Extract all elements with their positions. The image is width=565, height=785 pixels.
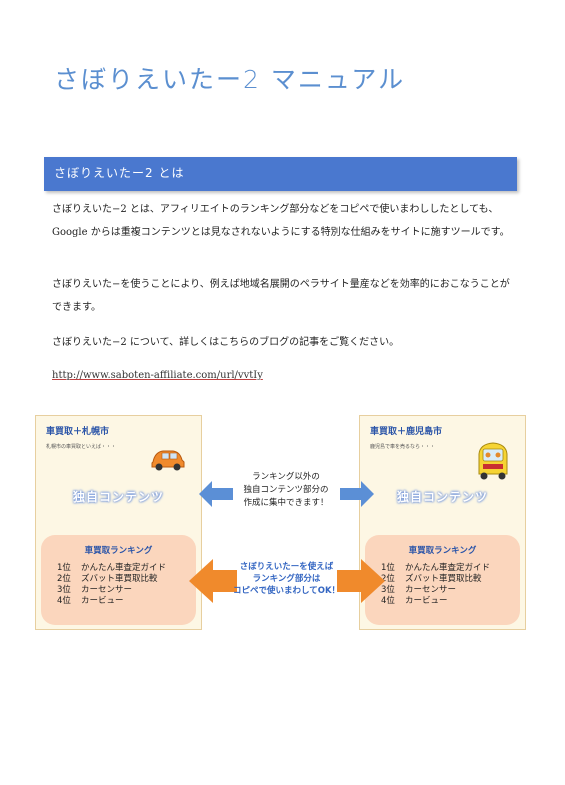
- orange-car-icon: [151, 450, 185, 471]
- middle-top-message: ランキング以外の 独自コンテンツ部分の 作成に集中できます！: [243, 472, 329, 508]
- right-panel-subtitle: 鹿児島で車を売るなら・・・: [370, 444, 436, 450]
- right-ranking-box: 車買取ランキング 1位かんたん車査定ガイド 2位ズバット車買取比較 3位カーセン…: [365, 535, 520, 625]
- right-site-panel: 車買取＋鹿児島市 鹿児島で車を売るなら・・・ 独自コンテンツ 車買取ランキング …: [359, 415, 526, 630]
- right-original-content-label: 独自コンテンツ: [396, 490, 488, 504]
- document-title: さぼりえいたー2 マニュアル: [54, 65, 406, 94]
- ranking-item: 1位かんたん車査定ガイド: [57, 563, 167, 573]
- ranking-item: 4位カービュー: [57, 596, 124, 606]
- left-ranking-box: 車買取ランキング 1位かんたん車査定ガイド 2位ズバット車買取比較 3位カーセン…: [41, 535, 196, 625]
- usage-paragraph: さぼりえいた−を使うことにより、例えば地域名展開のペラサイト量産などを効率的にお…: [52, 279, 510, 313]
- yellow-car-icon: [478, 442, 508, 480]
- left-ranking-title: 車買取ランキング: [84, 546, 153, 556]
- middle-bottom-message: さぼりえいたーを使えば ランキング部分は コピペで使いまわしてOK！: [232, 562, 341, 596]
- blog-paragraph: さぼりえいた−2 について、詳しくはこちらのブログの記事をご覧ください。: [52, 337, 400, 348]
- section-heading-bar: さぼりえいたー2 とは: [44, 157, 517, 191]
- left-site-panel: 車買取＋札幌市 札幌市の車買取といえば・・・ 独自コンテンツ 車買取ランキング …: [35, 415, 202, 630]
- ranking-item: 1位かんたん車査定ガイド: [381, 563, 491, 573]
- ranking-item: 3位カーセンサー: [381, 585, 457, 595]
- ranking-item: 2位ズバット車買取比較: [381, 574, 482, 584]
- left-original-content-label: 独自コンテンツ: [72, 490, 164, 504]
- right-ranking-list: 1位かんたん車査定ガイド 2位ズバット車買取比較 3位カーセンサー 4位カービュ…: [381, 563, 490, 607]
- blog-link[interactable]: http://www.saboten-affiliate.com/url/vvt…: [52, 370, 263, 381]
- ranking-item: 3位カーセンサー: [57, 585, 133, 595]
- right-ranking-title: 車買取ランキング: [408, 546, 477, 556]
- right-panel-title: 車買取＋鹿児島市: [370, 427, 443, 437]
- ranking-item: 4位カービュー: [381, 596, 448, 606]
- orange-double-arrow-icon: [189, 559, 385, 603]
- blue-double-arrow-icon: [199, 481, 374, 507]
- section-heading: さぼりえいたー2 とは: [54, 166, 185, 180]
- left-panel-title: 車買取＋札幌市: [46, 427, 110, 437]
- intro-paragraph: さぼりえいた−2 とは、アフィリエイトのランキング部分などをコピペで使いまわしし…: [52, 204, 510, 238]
- left-ranking-list: 1位かんたん車査定ガイド 2位ズバット車買取比較 3位カーセンサー 4位カービュ…: [57, 563, 166, 607]
- ranking-item: 2位ズバット車買取比較: [57, 574, 158, 584]
- left-panel-subtitle: 札幌市の車買取といえば・・・: [46, 444, 117, 450]
